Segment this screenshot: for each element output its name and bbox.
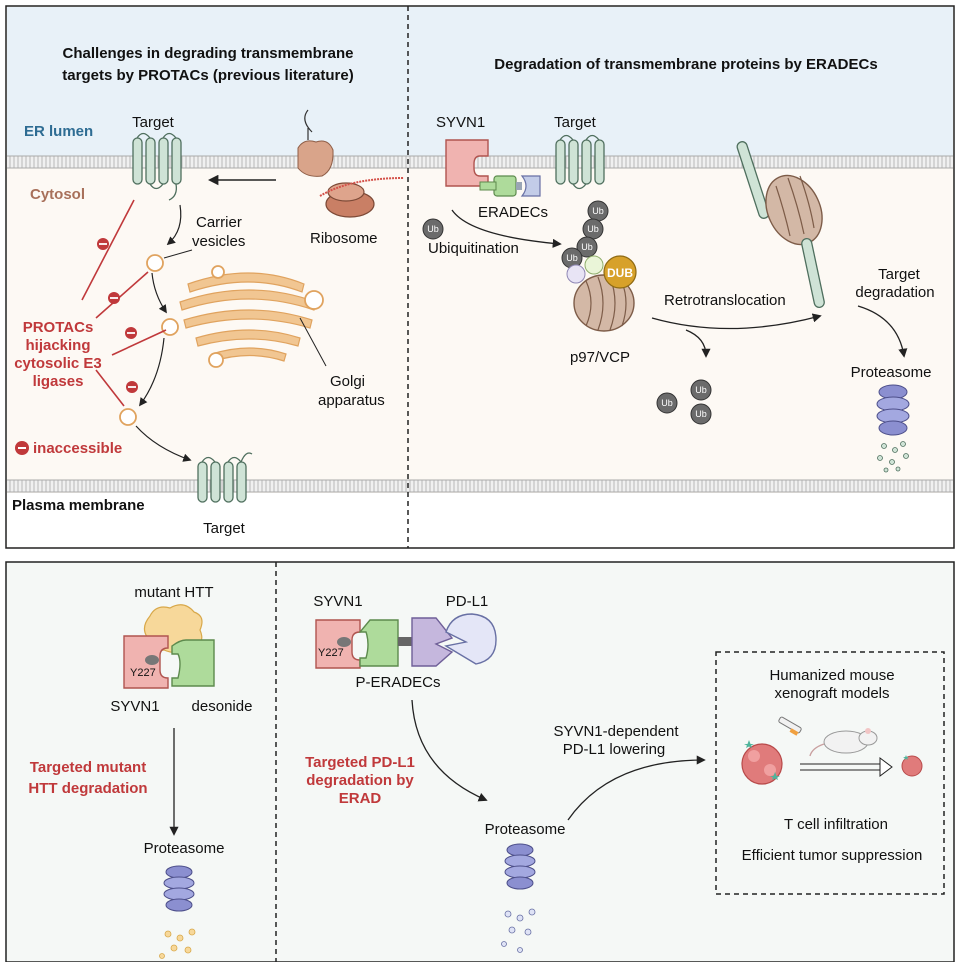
- proteasome-label-right: Proteasome: [485, 821, 566, 838]
- retrotranslocation-label: Retrotranslocation: [664, 292, 786, 309]
- targeted-pdl1-line2: degradation by: [306, 772, 414, 789]
- protacs-label-line2: hijacking: [25, 337, 90, 354]
- targeted-htt-line2: HTT degradation: [28, 780, 147, 797]
- er-lumen-label: ER lumen: [24, 123, 93, 140]
- ub-label-2: Ub: [592, 206, 604, 216]
- p97-label: p97/VCP: [570, 349, 630, 366]
- targeted-htt-line1: Targeted mutant: [30, 759, 146, 776]
- lowering-line1: SYVN1-dependent: [553, 723, 679, 740]
- free-ub-label-2: Ub: [661, 398, 673, 408]
- lowering-line2: PD-L1 lowering: [563, 741, 666, 758]
- top-left-title-line1: Challenges in degrading transmembrane: [63, 45, 354, 62]
- vesicle-1: [146, 254, 164, 272]
- top-right-title: Degradation of transmembrane proteins by…: [494, 56, 877, 73]
- tumor-label: Efficient tumor suppression: [742, 847, 923, 864]
- target-degradation-label-1: Target: [878, 266, 921, 283]
- proteasome-label-top: Proteasome: [851, 364, 932, 381]
- ub-label-5: Ub: [566, 253, 578, 263]
- plasma-membrane-label: Plasma membrane: [12, 497, 145, 514]
- tumor-small-icon: [901, 755, 923, 777]
- vesicle-2: [161, 318, 179, 336]
- translocon-icon: [297, 109, 334, 177]
- syvn1-complex-left-icon: [123, 635, 215, 689]
- target-plasma-icon: [197, 452, 253, 503]
- cytosol-label: Cytosol: [30, 186, 85, 203]
- syvn1-label-right: SYVN1: [313, 593, 362, 610]
- syvn1-icon: [445, 139, 489, 187]
- targeted-pdl1-line3: ERAD: [339, 790, 382, 807]
- mouse-model-line2: xenograft models: [774, 685, 889, 702]
- carrier-label-line1: Carrier: [196, 214, 242, 231]
- mouse-model-box: [715, 651, 945, 895]
- tumor-large-icon: [741, 740, 783, 785]
- protacs-label-line3: cytosolic E3: [14, 355, 102, 372]
- syvn1-label: SYVN1: [436, 114, 485, 131]
- top-left-title-line2: targets by PROTACs (previous literature): [62, 67, 353, 84]
- free-ub-label-1: Ub: [695, 385, 707, 395]
- protac-block-lines: [81, 199, 167, 407]
- ub-label-1: Ub: [427, 224, 439, 234]
- plasma-membrane-band: [7, 480, 953, 492]
- proteasome-icon-left: [163, 865, 195, 912]
- inaccessible-label: inaccessible: [33, 440, 122, 457]
- ribosome-icon: [319, 177, 405, 218]
- proteasome-label-left: Proteasome: [144, 840, 225, 857]
- y227-label-left: Y227: [130, 667, 156, 679]
- bottom-panel: mutant HTT Y227 SYVN1 desonide Targeted …: [5, 561, 955, 962]
- desonide-label: desonide: [192, 698, 253, 715]
- pdl1-label: PD-L1: [446, 593, 489, 610]
- target-protein-icon: [132, 132, 182, 201]
- syringe-icon: [778, 716, 802, 736]
- retrotranslocation-complex-icon: [736, 141, 825, 308]
- targeted-pdl1-line1: Targeted PD-L1: [305, 754, 415, 771]
- proteasome-icon-top: [876, 384, 910, 436]
- target-top-label: Target: [132, 114, 175, 131]
- p-eradec-complex-icon: [315, 613, 497, 669]
- top-panel: Challenges in degrading transmembrane ta…: [5, 5, 955, 549]
- er-lumen-region: [7, 7, 953, 157]
- tcell-label: T cell infiltration: [784, 816, 888, 833]
- ub-label-4: Ub: [581, 242, 593, 252]
- free-ub-label-3: Ub: [695, 409, 707, 419]
- golgi-label-line2: apparatus: [318, 392, 385, 409]
- y227-label-right: Y227: [318, 647, 344, 659]
- p97-vcp-icon: [566, 255, 637, 332]
- inaccessible-icon: [15, 441, 29, 455]
- mouse-model-line1: Humanized mouse: [769, 667, 894, 684]
- ub-chain: [422, 200, 609, 269]
- ribosome-label: Ribosome: [310, 230, 378, 247]
- syvn1-label-left: SYVN1: [110, 698, 159, 715]
- pdl1-fragments-icon: [501, 908, 536, 953]
- target-bottom-label: Target: [203, 520, 246, 537]
- protacs-label-line1: PROTACs: [23, 319, 94, 336]
- target-label-right: Target: [554, 114, 597, 131]
- dub-label: DUB: [607, 266, 633, 280]
- peptide-fragments-top: [877, 441, 909, 473]
- golgi-label-line1: Golgi: [330, 373, 365, 390]
- target-protein-right-icon: [555, 134, 605, 190]
- target-degradation-label-2: degradation: [855, 284, 934, 301]
- eradecs-label: ERADECs: [478, 204, 548, 221]
- minus-icons: [97, 238, 138, 393]
- proteasome-icon-right: [504, 843, 536, 890]
- mouse-icon: [809, 728, 878, 757]
- er-membrane: [7, 156, 953, 168]
- peradecs-label: P-ERADECs: [355, 674, 440, 691]
- ub-label-3: Ub: [587, 224, 599, 234]
- mutant-htt-label: mutant HTT: [134, 584, 213, 601]
- ubiquitination-label: Ubiquitination: [428, 240, 519, 257]
- carrier-label-line2: vesicles: [192, 233, 245, 250]
- htt-fragments-icon: [159, 928, 196, 959]
- eradec-molecule-icon: [479, 175, 541, 197]
- protacs-label-line4: ligases: [33, 373, 84, 390]
- vesicle-3: [119, 408, 137, 426]
